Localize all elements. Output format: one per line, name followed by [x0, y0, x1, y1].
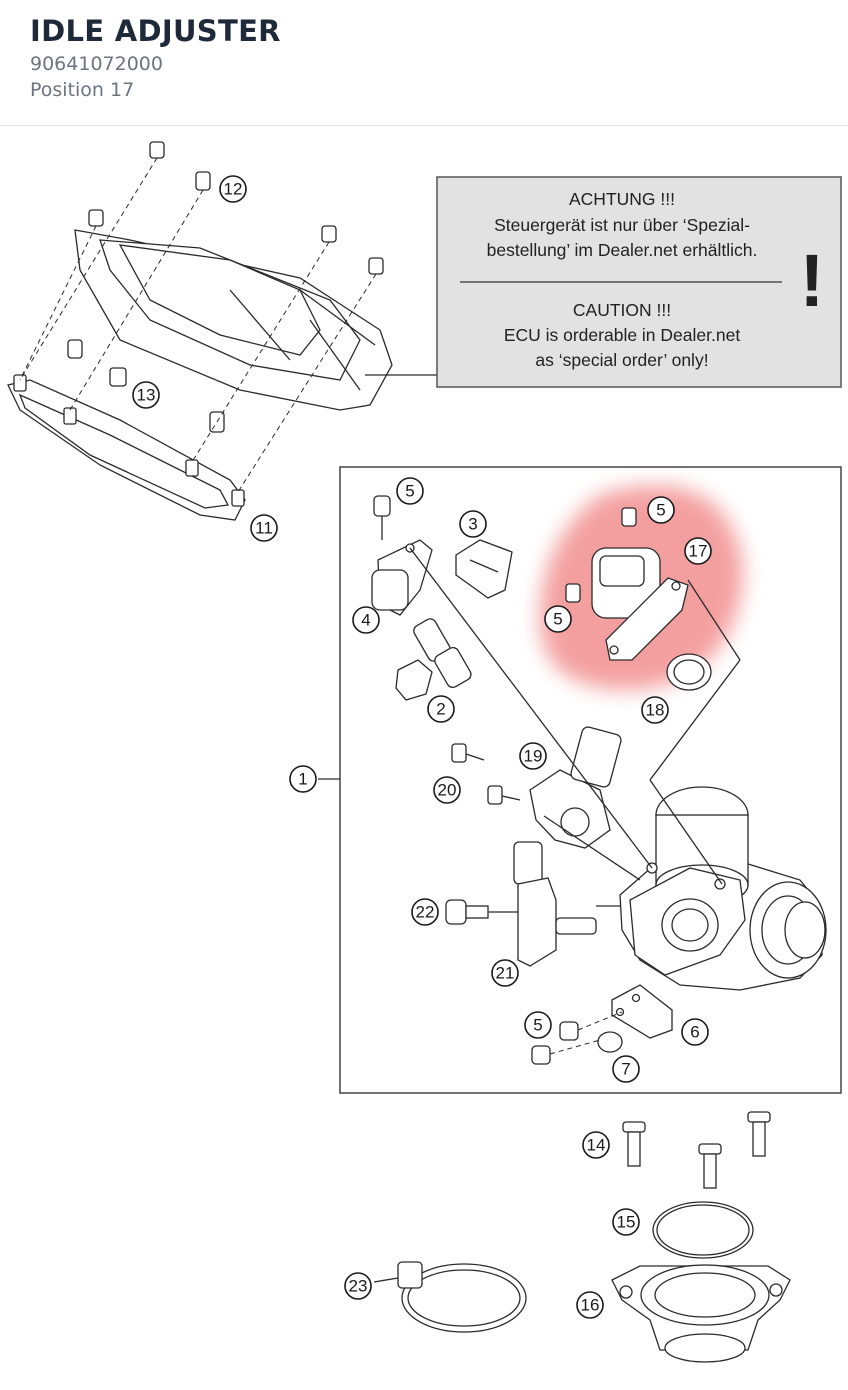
callout-15[interactable]: 15	[612, 1208, 640, 1236]
svg-text:5: 5	[656, 501, 665, 520]
svg-text:13: 13	[137, 386, 156, 405]
note-text-en-2: as ‘special order’ only!	[535, 350, 708, 370]
svg-text:3: 3	[468, 515, 477, 534]
callout-20[interactable]: 20	[433, 776, 461, 804]
svg-text:15: 15	[617, 1213, 636, 1232]
warning-note: ACHTUNG !!! Steuergerät ist nur über ‘Sp…	[436, 176, 842, 388]
callout-6[interactable]: 6	[681, 1018, 709, 1046]
svg-text:17: 17	[689, 542, 708, 561]
part-number: 90641072000	[30, 53, 163, 75]
callout-13[interactable]: 13	[132, 381, 160, 409]
exploded-parts-diagram: ACHTUNG !!! Steuergerät ist nur über ‘Sp…	[7, 141, 842, 1363]
callout-14[interactable]: 14	[582, 1131, 610, 1159]
exclamation-icon: !	[800, 239, 825, 322]
svg-text:6: 6	[690, 1023, 699, 1042]
callout-5-top[interactable]: 5	[396, 477, 424, 505]
callout-22[interactable]: 22	[411, 898, 439, 926]
svg-text:4: 4	[361, 611, 370, 630]
svg-text:2: 2	[436, 700, 445, 719]
callout-12[interactable]: 12	[219, 175, 247, 203]
part-title: IDLE ADJUSTER	[30, 14, 281, 48]
callout-3[interactable]: 3	[459, 510, 487, 538]
callout-2[interactable]: 2	[427, 695, 455, 723]
svg-text:7: 7	[621, 1060, 630, 1079]
throttle-body-frame	[339, 466, 842, 1094]
svg-text:23: 23	[349, 1277, 368, 1296]
svg-text:12: 12	[224, 180, 243, 199]
callout-5-adjuster-top[interactable]: 5	[647, 496, 675, 524]
callout-5-adjuster-left[interactable]: 5	[544, 605, 572, 633]
note-text-de-2: bestellung’ im Dealer.net erhältlich.	[487, 240, 758, 260]
callout-16[interactable]: 16	[576, 1291, 604, 1319]
note-text-de-1: Steuergerät ist nur über ‘Spezial-	[494, 215, 750, 235]
svg-text:1: 1	[298, 770, 307, 789]
callout-23[interactable]: 23	[344, 1272, 372, 1300]
note-heading-de: ACHTUNG !!!	[569, 189, 675, 209]
callout-18[interactable]: 18	[641, 696, 669, 724]
ecu-assembly	[7, 141, 437, 521]
position-label: Position 17	[30, 79, 135, 101]
intake-parts	[373, 1111, 791, 1363]
header: IDLE ADJUSTER 90641072000 Position 17	[0, 0, 848, 126]
callout-5-bottom[interactable]: 5	[524, 1011, 552, 1039]
note-text-en-1: ECU is orderable in Dealer.net	[504, 325, 741, 345]
svg-text:22: 22	[416, 903, 435, 922]
svg-text:19: 19	[524, 747, 543, 766]
callout-1[interactable]: 1	[289, 765, 317, 793]
svg-text:5: 5	[405, 482, 414, 501]
svg-text:16: 16	[581, 1296, 600, 1315]
callout-21[interactable]: 21	[491, 959, 519, 987]
svg-text:18: 18	[646, 701, 665, 720]
callout-7[interactable]: 7	[612, 1055, 640, 1083]
throttle-parts	[371, 495, 827, 1065]
svg-text:5: 5	[553, 610, 562, 629]
callout-11[interactable]: 11	[250, 514, 278, 542]
svg-text:20: 20	[438, 781, 457, 800]
svg-text:21: 21	[496, 964, 515, 983]
callout-4[interactable]: 4	[352, 606, 380, 634]
svg-text:5: 5	[533, 1016, 542, 1035]
note-heading-en: CAUTION !!!	[573, 300, 671, 320]
svg-text:11: 11	[255, 519, 273, 538]
svg-text:14: 14	[587, 1136, 606, 1155]
callout-17[interactable]: 17	[684, 537, 712, 565]
callout-19[interactable]: 19	[519, 742, 547, 770]
